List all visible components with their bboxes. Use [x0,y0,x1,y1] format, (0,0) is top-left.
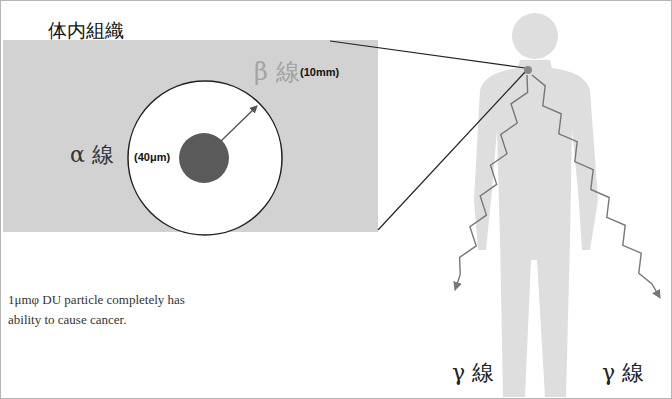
human-head [512,13,558,59]
alpha-label: α 線 [70,140,114,170]
beta-label: β 線 [254,56,300,88]
beta-range-circle [128,81,282,235]
gamma-ray [455,75,528,290]
range-arrow [220,106,257,142]
beta-range: (10mm) [300,66,339,78]
gamma-ray [532,75,660,298]
zoom-line [330,41,525,68]
note-text: 1μmφ DU particle completely has ability … [8,290,186,330]
gamma-label: γ 線 [602,358,644,388]
alpha-range: (40μm) [134,151,170,163]
gamma-label: γ 線 [452,358,494,388]
panel-title: 体内組織 [48,18,124,44]
zoom-line [378,72,525,230]
human-figure [474,60,598,397]
particle-spot [524,66,532,74]
